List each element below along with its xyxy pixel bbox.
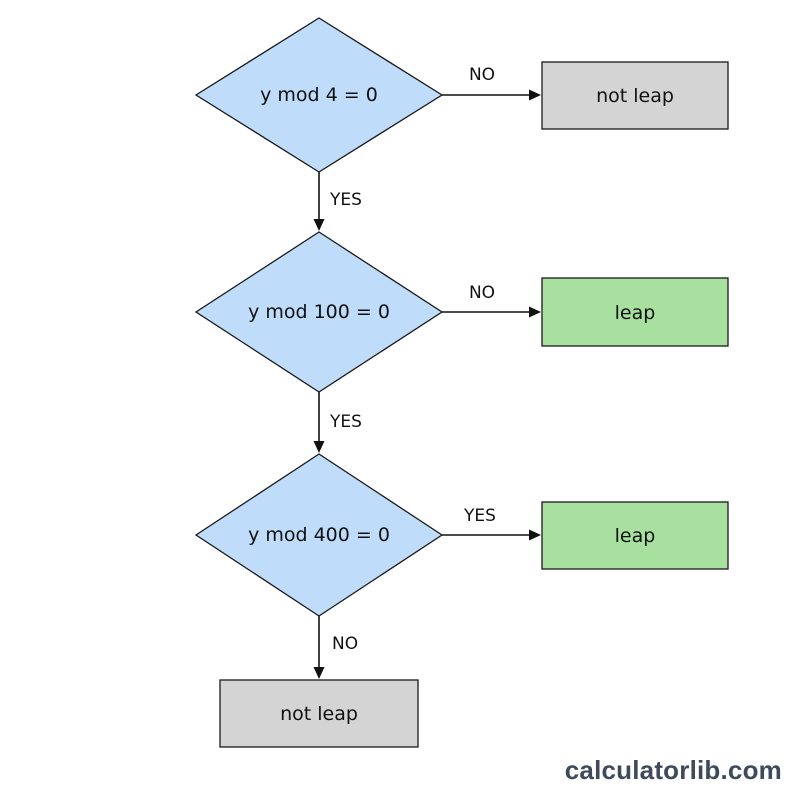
result-node-leap-low: leap xyxy=(541,501,729,570)
result-box xyxy=(219,679,419,748)
result-label: not leap xyxy=(280,703,358,725)
arrowhead-icon xyxy=(313,219,325,231)
decision-node-mod-100: y mod 100 = 0 xyxy=(194,231,444,393)
decision-label: y mod 4 = 0 xyxy=(260,84,378,106)
arrowhead-icon xyxy=(313,667,325,679)
result-box xyxy=(541,277,729,347)
edge-d3-yes: YES xyxy=(442,506,541,541)
edge-d2-no: NO xyxy=(442,283,541,318)
arrowhead-icon xyxy=(529,529,541,541)
arrowhead-icon xyxy=(529,89,541,101)
edge-label: NO xyxy=(332,634,358,654)
result-label: not leap xyxy=(596,85,674,107)
arrowhead-icon xyxy=(313,441,325,453)
edge-label: YES xyxy=(329,412,362,432)
result-label: leap xyxy=(615,525,656,547)
watermark-text: calculatorlib.com xyxy=(564,755,782,785)
result-box xyxy=(541,501,729,570)
result-node-leap-mid: leap xyxy=(541,277,729,347)
arrowhead-icon xyxy=(529,306,541,318)
result-box xyxy=(541,61,729,130)
decision-node-mod-400: y mod 400 = 0 xyxy=(194,453,444,617)
decision-node-mod-4: y mod 4 = 0 xyxy=(194,17,444,173)
edge-d3-no: NO xyxy=(313,616,358,679)
edge-label: YES xyxy=(463,506,496,526)
result-node-not-leap-top: not leap xyxy=(541,61,729,130)
result-node-not-leap-bottom: not leap xyxy=(219,679,419,748)
result-label: leap xyxy=(615,302,656,324)
edge-label: NO xyxy=(469,65,495,85)
edge-label: NO xyxy=(469,283,495,303)
decision-label: y mod 100 = 0 xyxy=(248,301,390,323)
edge-d1-no: NO xyxy=(442,65,541,101)
edge-d2-yes: YES xyxy=(313,392,362,453)
decision-label: y mod 400 = 0 xyxy=(248,524,390,546)
edge-label: YES xyxy=(329,190,362,210)
edge-d1-yes: YES xyxy=(313,172,362,231)
